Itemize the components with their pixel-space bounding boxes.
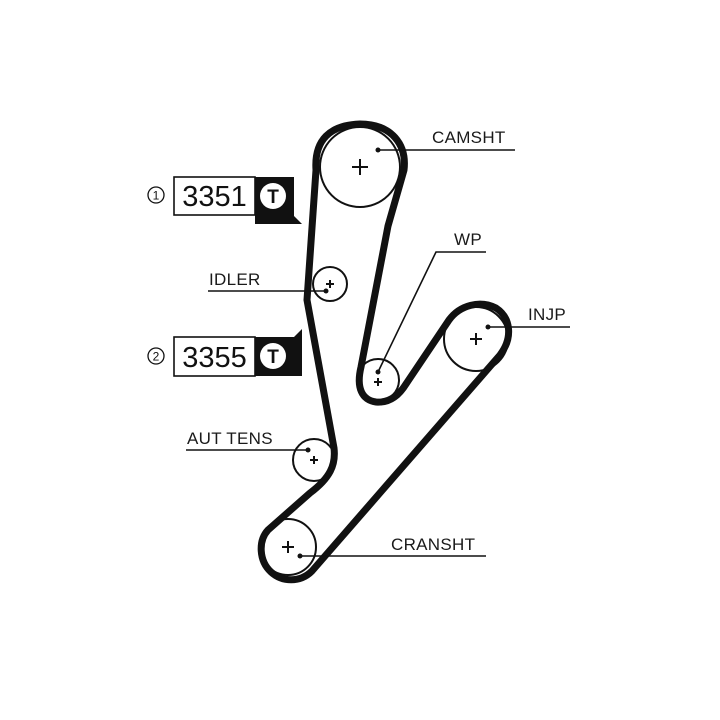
timing-belt [257, 120, 512, 584]
belt-t-icon [260, 343, 286, 369]
belt-t-glyph: T [267, 187, 279, 208]
crankshaft-label: CRANSHT [391, 535, 475, 554]
auto-tensioner-center-icon [310, 456, 318, 464]
part-index: 1 [153, 189, 160, 203]
water-pump-leader [377, 251, 486, 373]
part-number: 3351 [182, 181, 247, 213]
leader-dots [297, 147, 491, 559]
camshaft-label: CAMSHT [432, 128, 506, 147]
water-pump-label: WP [454, 230, 482, 249]
belt-t-icon [260, 183, 286, 209]
water-pump-center-icon [374, 378, 382, 386]
injection-pump-center-icon [470, 333, 482, 345]
belt-t-glyph: T [267, 347, 279, 368]
part-callout-1: 1 3351 T [147, 176, 302, 224]
part-number-box [173, 336, 256, 377]
crankshaft-center-icon [282, 541, 294, 553]
leader-lines [186, 149, 570, 557]
idler-label: IDLER [209, 270, 261, 289]
part-number: 3355 [182, 342, 247, 374]
part-callout-2: 2 3355 T [147, 329, 302, 377]
part-index: 2 [153, 350, 160, 364]
part-index-circle [147, 186, 165, 204]
injection-pump-label: INJP [528, 305, 566, 324]
pulley-centers [282, 159, 482, 553]
camshaft-center-icon [352, 159, 368, 175]
part-index-circle [147, 347, 165, 365]
auto-tensioner-label: AUT TENS [187, 429, 273, 448]
idler-center-icon [326, 280, 334, 288]
part-number-box [173, 176, 256, 216]
